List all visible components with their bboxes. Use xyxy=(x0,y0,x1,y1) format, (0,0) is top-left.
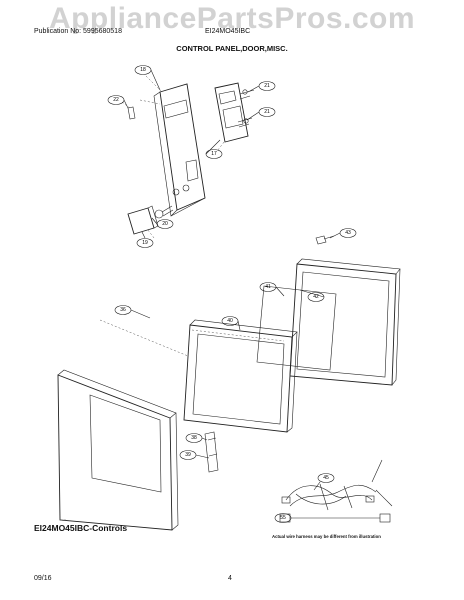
door-choke-frame-drawing xyxy=(289,258,401,386)
callout-19: 19 xyxy=(136,238,154,248)
harness-note: Actual wire harness may be different fro… xyxy=(272,534,381,539)
footer-date: 09/16 xyxy=(34,575,52,582)
callout-21-top: 21 xyxy=(258,81,276,91)
callout-22: 22 xyxy=(107,95,125,105)
callout-45: 45 xyxy=(317,473,335,483)
callout-20: 20 xyxy=(156,219,174,229)
callout-42: 42 xyxy=(307,292,325,302)
page-number: 4 xyxy=(228,575,232,582)
svg-text:40: 40 xyxy=(227,318,233,324)
diagram-caption: EI24MO45IBC-Controls xyxy=(34,523,128,533)
svg-text:17: 17 xyxy=(211,151,217,157)
svg-text:41: 41 xyxy=(265,284,271,290)
control-board-drawing xyxy=(214,82,255,151)
svg-text:22: 22 xyxy=(113,97,119,103)
callout-36: 36 xyxy=(114,305,132,315)
svg-text:55: 55 xyxy=(280,515,286,521)
svg-text:18: 18 xyxy=(140,67,146,73)
svg-text:21: 21 xyxy=(264,83,270,89)
callout-43: 43 xyxy=(339,228,357,238)
callout-38: 38 xyxy=(185,433,203,443)
callout-17: 17 xyxy=(205,149,223,159)
svg-text:39: 39 xyxy=(185,452,191,458)
svg-text:38: 38 xyxy=(191,435,197,441)
svg-text:19: 19 xyxy=(142,240,148,246)
svg-text:45: 45 xyxy=(323,475,329,481)
section-title: CONTROL PANEL,DOOR,MISC. xyxy=(176,44,288,53)
door-glass-drawing xyxy=(256,285,337,371)
part-22-drawing xyxy=(121,101,136,120)
svg-text:20: 20 xyxy=(162,221,168,227)
model-number: EI24MO45IBC xyxy=(205,28,251,35)
door-front-panel-drawing xyxy=(57,319,189,531)
svg-text:21: 21 xyxy=(264,109,270,115)
wire-harness-drawing xyxy=(279,459,393,523)
door-latch-drawing xyxy=(204,431,219,473)
svg-text:42: 42 xyxy=(313,294,319,300)
callout-18: 18 xyxy=(134,65,152,75)
publication-number: Publication No: 5995680518 xyxy=(34,28,122,35)
svg-text:36: 36 xyxy=(120,307,126,313)
callout-39: 39 xyxy=(179,450,197,460)
inner-door-frame-drawing xyxy=(183,319,298,433)
svg-text:43: 43 xyxy=(345,230,351,236)
knob-assembly-drawing xyxy=(127,205,174,239)
callout-21-bottom: 21 xyxy=(258,107,276,117)
control-panel-drawing xyxy=(139,75,206,217)
watermark: AppliancePartsPros.com xyxy=(48,2,416,35)
callout-55: 55 xyxy=(274,513,292,523)
